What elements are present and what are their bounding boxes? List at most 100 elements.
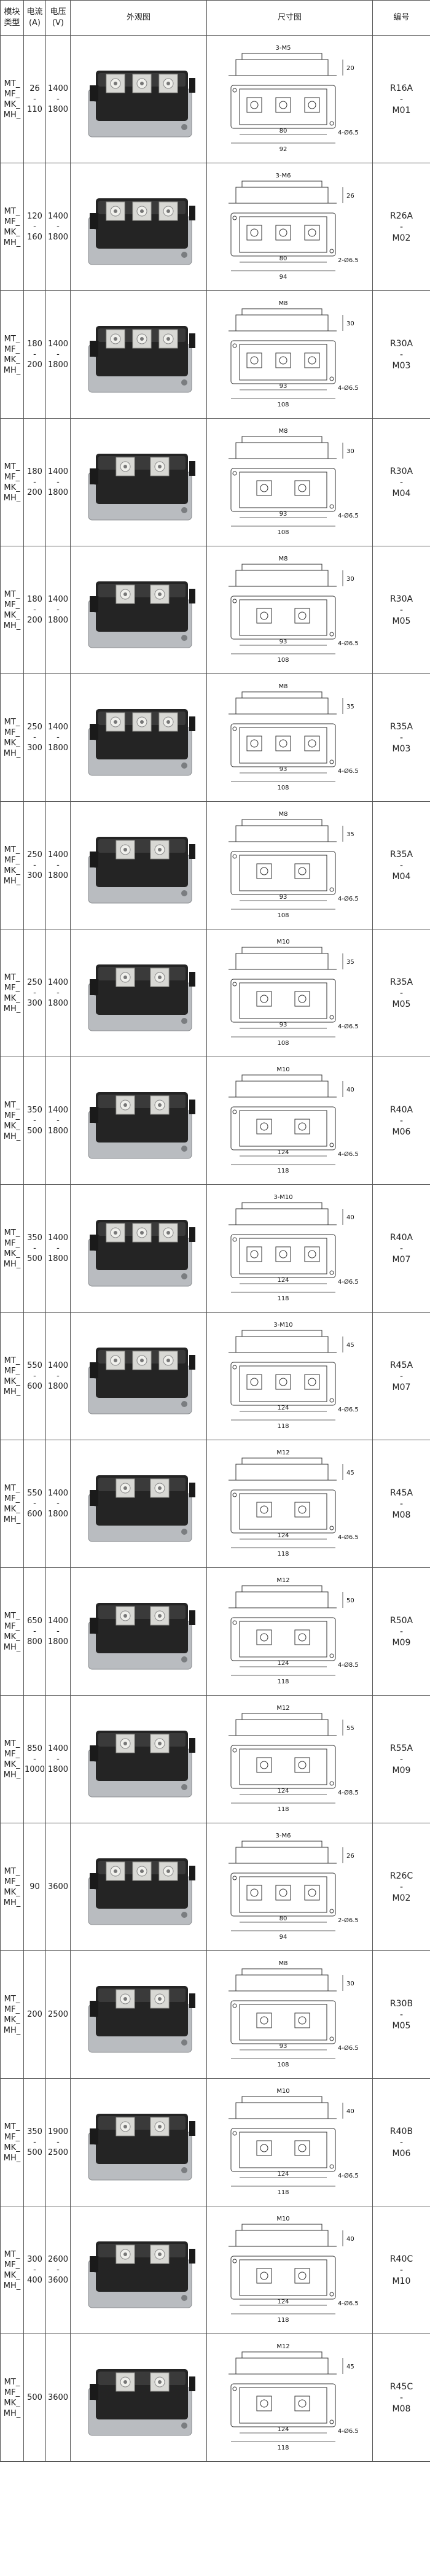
code-separator: - <box>399 1243 404 1254</box>
code-bottom: M05 <box>392 616 411 626</box>
cell-code: R40C-M10 <box>372 2206 430 2334</box>
code-top: R40B <box>389 2126 413 2136</box>
module-photo-icon <box>88 198 195 265</box>
code-bottom: M10 <box>392 2276 411 2286</box>
cell-current: 90 <box>23 1823 46 1951</box>
cell-voltage: 1400 - 1800 <box>45 1695 71 1823</box>
cell-appearance <box>70 1823 207 1951</box>
module-photo-icon <box>88 1475 195 1542</box>
code-top: R55A <box>389 1743 413 1753</box>
cell-code: R26A-M02 <box>372 163 430 291</box>
cell-module-type: MT_ MF_ MK_ MH_ <box>0 1695 24 1823</box>
dim-inner-length: 124 <box>277 1149 289 1156</box>
code-separator: - <box>399 94 404 104</box>
cell-module-type: MT_ MF_ MK_ MH_ <box>0 418 24 546</box>
code-separator: - <box>399 1882 404 1892</box>
module-photo-icon <box>88 453 195 520</box>
cell-voltage: 1400 - 1800 <box>45 1567 71 1696</box>
cell-appearance <box>70 1567 207 1696</box>
cell-voltage: 1400 - 1800 <box>45 546 71 674</box>
dim-thread-label: M10 <box>276 2216 289 2222</box>
dim-inner-length: 124 <box>277 1277 289 1284</box>
code-top: R35A <box>389 849 413 859</box>
dim-thread-label: M8 <box>278 811 287 818</box>
cell-appearance <box>70 2334 207 2462</box>
cell-code: R30A-M04 <box>372 418 430 546</box>
dim-height: 30 <box>346 320 354 327</box>
cell-current: 120 - 160 <box>23 163 46 291</box>
code-separator: - <box>399 222 404 232</box>
cell-module-type: MT_ MF_ MK_ MH_ <box>0 673 24 802</box>
code-separator: - <box>399 732 404 743</box>
dim-mounting-holes: 4-Ø6.5 <box>338 640 359 647</box>
cell-module-type: MT_ MF_ MK_ MH_ <box>0 2206 24 2334</box>
cell-appearance <box>70 546 207 674</box>
cell-code: R35A-M05 <box>372 929 430 1057</box>
module-photo-icon <box>88 1858 195 1925</box>
code-top: R30A <box>389 466 413 476</box>
code-bottom: M04 <box>392 488 411 499</box>
header-type: 模块 类型 <box>0 0 24 36</box>
dim-inner-length: 124 <box>277 1788 289 1794</box>
cell-appearance <box>70 1950 207 2079</box>
dim-height: 45 <box>346 2364 354 2370</box>
cell-appearance <box>70 2206 207 2334</box>
code-top: R40C <box>389 2254 413 2264</box>
code-top: R35A <box>389 977 413 987</box>
code-bottom: M09 <box>392 1765 411 1775</box>
dim-overall-length: 108 <box>277 785 289 791</box>
cell-voltage: 2500 <box>45 1950 71 2079</box>
code-top: R45C <box>389 2381 413 2392</box>
dim-height: 30 <box>346 1980 354 1987</box>
code-separator: - <box>399 1499 404 1509</box>
dim-inner-length: 93 <box>279 638 287 645</box>
dim-height: 40 <box>346 2108 354 2115</box>
cell-appearance <box>70 163 207 291</box>
code-separator: - <box>399 605 404 615</box>
cell-voltage: 1400 - 1800 <box>45 418 71 546</box>
cell-appearance <box>70 418 207 546</box>
module-photo-icon <box>88 1092 195 1158</box>
dim-inner-length: 93 <box>279 894 287 901</box>
dim-thread-label: M10 <box>276 939 289 945</box>
header-current: 电流 (A) <box>23 0 46 36</box>
header-voltage: 电压 (V) <box>45 0 71 36</box>
cell-voltage: 1900 - 2500 <box>45 2078 71 2206</box>
dim-mounting-holes: 4-Ø6.5 <box>338 767 359 775</box>
dim-inner-length: 124 <box>277 2171 289 2178</box>
header-code: 编号 <box>372 0 430 36</box>
code-top: R26C <box>389 1871 413 1881</box>
dim-mounting-holes: 4-Ø6.5 <box>338 384 359 392</box>
module-photo-icon <box>88 1985 195 2052</box>
cell-code: R35A-M03 <box>372 673 430 802</box>
cell-voltage: 3600 <box>45 1823 71 1951</box>
code-separator: - <box>399 1626 404 1637</box>
dim-inner-length: 93 <box>279 1022 287 1028</box>
code-separator: - <box>399 988 404 998</box>
dim-overall-length: 108 <box>277 657 289 664</box>
cell-code: R30A-M05 <box>372 546 430 674</box>
cell-current: 500 <box>23 2334 46 2462</box>
spec-table: 模块 类型 电流 (A) 电压 (V) 外观图 尺寸图 编号 MT_ MF_ M… <box>0 0 430 2462</box>
code-separator: - <box>399 2137 404 2147</box>
cell-voltage: 1400 - 1800 <box>45 1184 71 1313</box>
